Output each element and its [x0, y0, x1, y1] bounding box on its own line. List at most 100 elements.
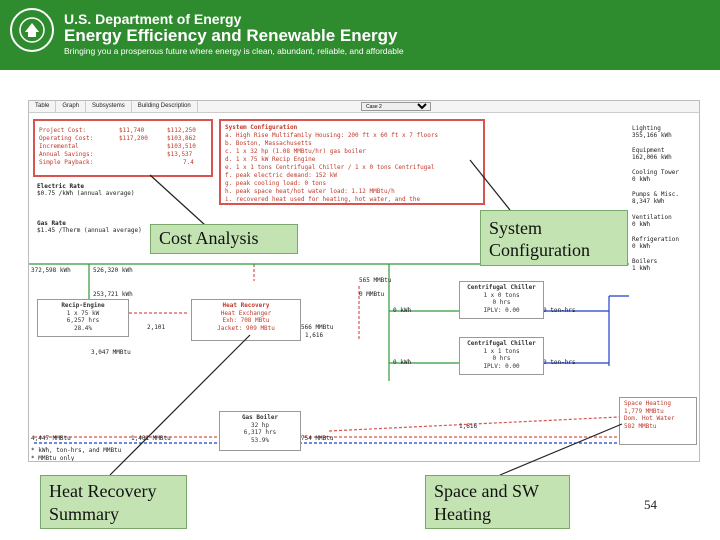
- node-line: IPLV: 0.00: [483, 362, 520, 370]
- load-label: Cooling Tower: [632, 169, 679, 176]
- flow-label: 4,447 MMBtu: [31, 435, 71, 442]
- space-heating-node[interactable]: Space Heating 1,779 MMBtu Dom. Hot Water…: [619, 397, 697, 445]
- tagline: Bringing you a prosperous future where e…: [64, 46, 404, 56]
- flow-label: 565 MMBtu: [359, 277, 392, 284]
- node-title: Heat Recovery: [222, 302, 270, 309]
- cost-label: Project Cost:: [39, 127, 86, 134]
- flow-label: 754 MMBtu: [301, 435, 334, 442]
- office-title: Energy Efficiency and Renewable Energy: [64, 26, 398, 45]
- gas-rate-label: Gas Rate: [37, 220, 66, 227]
- department-name: U.S. Department of Energy: [64, 11, 242, 27]
- config-item: a. High Rise Multifamily Housing: 200 ft…: [225, 132, 439, 139]
- config-item: e. 1 x 1 tons Centrifugal Chiller / 1 x …: [225, 164, 435, 171]
- flow-lines: [29, 263, 629, 444]
- load-value: 8,347 kWh: [632, 198, 665, 205]
- doe-seal-icon: [10, 8, 54, 52]
- system-config-title: System Configuration: [225, 124, 298, 131]
- config-item: f. peak electric demand: 152 kW: [225, 172, 337, 179]
- gas-rate-value: $1.45 /Therm (annual average): [37, 227, 142, 234]
- page-number: 54: [644, 497, 657, 512]
- node-line: 0 hrs: [492, 299, 511, 306]
- node-line: 0 hrs: [492, 355, 511, 362]
- node-line: Exh: 708 MBtu: [222, 317, 270, 324]
- electric-rate-value: $0.75 /kWh (annual average): [37, 190, 135, 197]
- doe-eere-banner: U.S. Department of Energy Energy Efficie…: [0, 0, 720, 70]
- node-line: Jacket: 909 MBtu: [217, 324, 275, 332]
- system-configuration-callout: System Configuration: [480, 210, 628, 266]
- node-line: 28.4%: [73, 324, 93, 332]
- tab-graph[interactable]: Graph: [56, 101, 87, 112]
- flow-label: 566 MMBtu: [301, 324, 334, 331]
- tab-table[interactable]: Table: [29, 101, 57, 112]
- case-select[interactable]: Case 2: [361, 102, 431, 111]
- electric-rate-label: Electric Rate: [37, 183, 84, 190]
- flow-label: 0 ton-hrs: [543, 307, 576, 314]
- footnote: * kWh, ton-hrs, and MMBtu: [31, 447, 122, 454]
- node-line: 32 hp: [250, 421, 270, 429]
- load-label: Lighting: [632, 125, 661, 132]
- node-title: Space Heating: [624, 400, 671, 407]
- chp-analysis-window: Table Graph Subsystems Building Descript…: [28, 100, 700, 462]
- node-line: IPLV: 0.00: [483, 306, 520, 314]
- cost-label: Operating Cost:: [39, 135, 94, 142]
- load-value: 0 kWh: [632, 221, 651, 228]
- node-title: Centrifugal Chiller: [467, 340, 536, 347]
- node-title: Recip-Engine: [61, 302, 105, 309]
- flow-label: 526,320 kWh: [93, 267, 133, 274]
- flow-label: 2,101: [147, 324, 166, 331]
- node-line: Heat Exchanger: [220, 309, 272, 317]
- cost-label: Annual Savings:: [39, 151, 94, 158]
- flow-label: 372,598 kWh: [31, 267, 71, 274]
- recip-engine-node[interactable]: Recip-Engine 1 x 75 kW 6,257 hrs 28.4%: [37, 299, 129, 337]
- heat-recovery-node[interactable]: Heat Recovery Heat Exchanger Exh: 708 MB…: [191, 299, 301, 341]
- node-line: 53.9%: [250, 436, 270, 444]
- cost-analysis-panel: Project Cost: $11,740 $112,250 Operating…: [33, 119, 213, 177]
- flow-label: 0 kWh: [393, 307, 412, 314]
- node-line: 1,779 MMBtu: [624, 407, 664, 415]
- tab-subsystems[interactable]: Subsystems: [86, 101, 132, 112]
- gas-boiler-node[interactable]: Gas Boiler 32 hp 6,317 hrs 53.9%: [219, 411, 301, 451]
- load-label: Pumps & Misc.: [632, 191, 679, 198]
- config-item: c. 1 x 32 hp (1.08 MMBtu/hr) gas boiler: [225, 148, 366, 155]
- load-value: 1 kWh: [632, 265, 651, 272]
- node-line: 1 x 75 kW: [66, 309, 100, 317]
- centrifugal-chiller-1-node[interactable]: Centrifugal Chiller 1 x 0 tons 0 hrs IPL…: [459, 281, 544, 319]
- space-and-sw-heating-callout: Space and SW Heating: [425, 475, 570, 529]
- load-label: Ventilation: [632, 214, 672, 221]
- flow-label: 1,616: [305, 332, 324, 339]
- load-value: 0 kWh: [632, 176, 651, 183]
- tab-building-description[interactable]: Building Description: [132, 101, 198, 112]
- flow-label: 0 ton-hrs: [543, 359, 576, 366]
- config-item: g. peak cooling load: 0 tons: [225, 180, 327, 187]
- cost-value: 7.4: [183, 159, 194, 166]
- flow-label: 3,047 MMBtu: [91, 349, 131, 356]
- config-item: b. Boston, Massachusetts: [225, 140, 312, 147]
- node-title: Centrifugal Chiller: [467, 284, 536, 291]
- cost-value: $103,862: [167, 135, 196, 142]
- flow-label: 1,616: [459, 423, 478, 430]
- cost-analysis-callout: Cost Analysis: [150, 224, 298, 254]
- footnote: * MMBtu only: [31, 455, 75, 462]
- centrifugal-chiller-2-node[interactable]: Centrifugal Chiller 1 x 1 tons 0 hrs IPL…: [459, 337, 544, 375]
- system-configuration-panel: System Configuration a. High Rise Multif…: [219, 119, 485, 205]
- cost-value: $117,200: [119, 135, 148, 142]
- flow-label: 1,401 MMBtu: [131, 435, 171, 442]
- flow-label: 0 MMBtu: [359, 291, 385, 298]
- heat-recovery-summary-callout: Heat Recovery Summary: [40, 475, 187, 529]
- config-item: d. 1 x 75 kW Recip Engine: [225, 156, 316, 163]
- node-line: 6,257 hrs: [66, 317, 100, 324]
- cost-value: $11,740: [119, 127, 145, 134]
- load-value: 355,166 kWh: [632, 132, 672, 139]
- node-line: Dom. Hot Water: [624, 415, 675, 422]
- cost-value: $103,510: [167, 143, 196, 150]
- config-item: i. recovered heat used for heating, hot …: [225, 196, 421, 203]
- cost-label: Incremental: [39, 143, 79, 150]
- config-item: h. peak space heat/hot water load: 1.12 …: [225, 188, 395, 195]
- cost-value: $13,537: [167, 151, 193, 158]
- flow-label: 0 kWh: [393, 359, 412, 366]
- node-line: 1 x 0 tons: [483, 291, 520, 299]
- node-line: 1 x 1 tons: [483, 347, 520, 355]
- load-value: 162,006 kWh: [632, 154, 672, 161]
- load-label: Equipment: [632, 147, 665, 154]
